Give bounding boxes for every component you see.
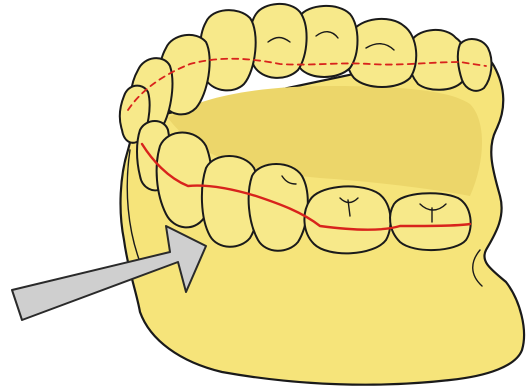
lower-tooth-4 [249,164,308,251]
lower-tooth-6 [390,193,471,250]
upper-tooth-4 [249,4,307,78]
lower-tooth-5 [304,186,390,253]
